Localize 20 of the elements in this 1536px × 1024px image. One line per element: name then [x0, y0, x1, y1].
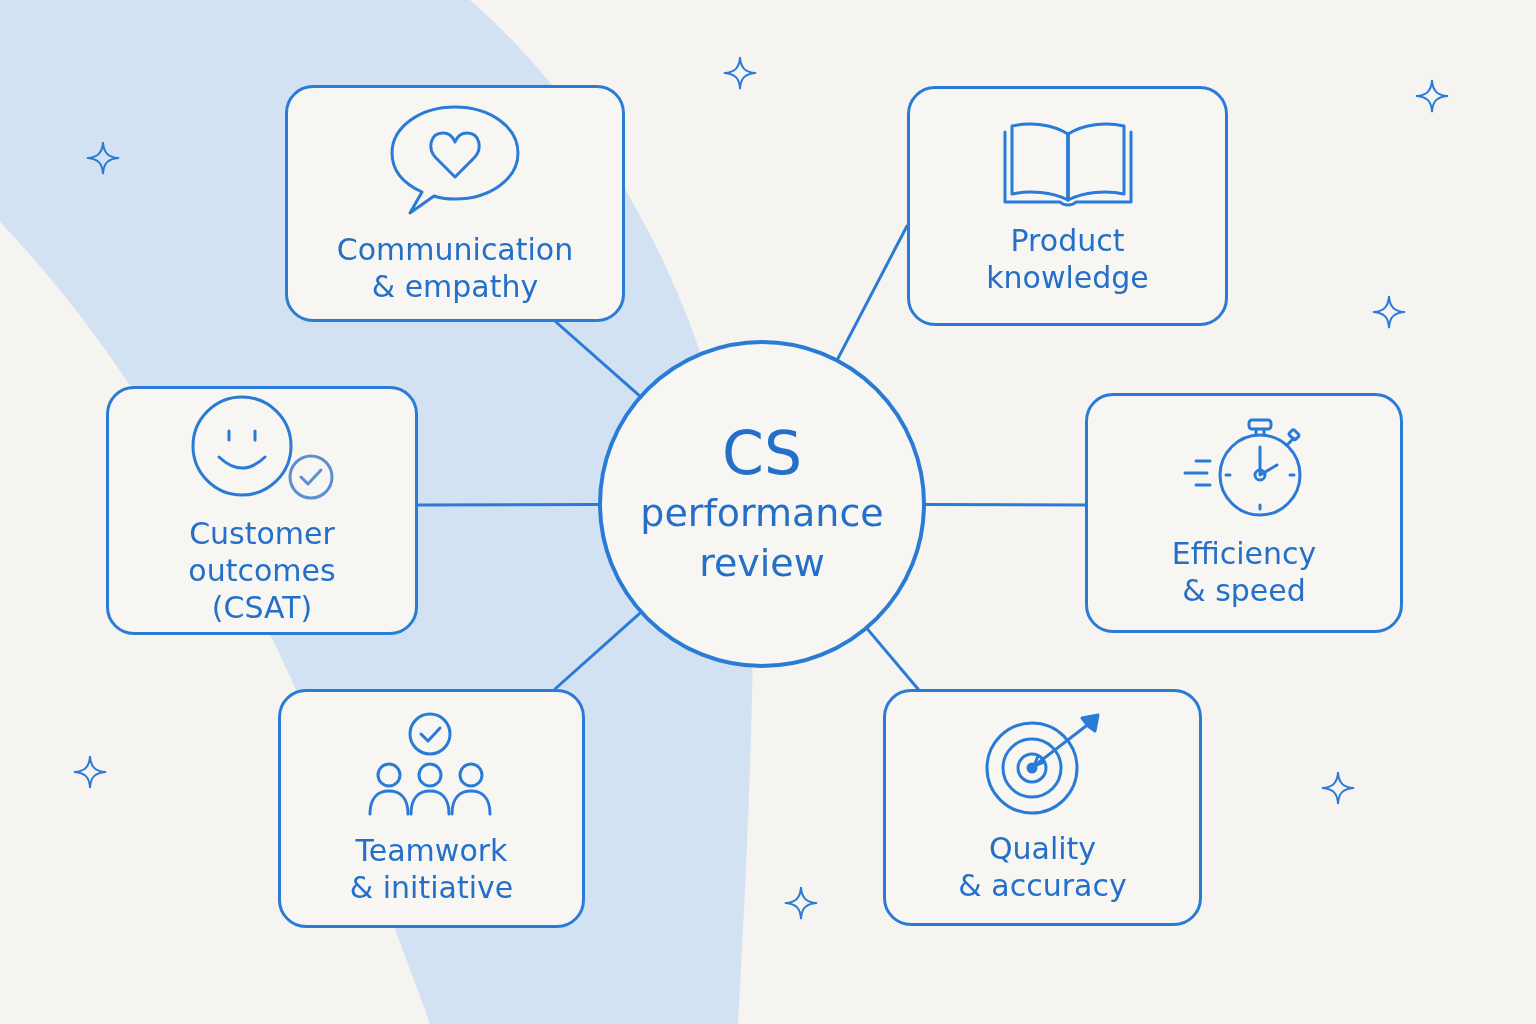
connector-line	[924, 503, 1087, 507]
center-title: CS	[722, 420, 802, 486]
topic-card	[106, 386, 418, 635]
card-label: Product knowledge	[986, 222, 1149, 296]
connector-line	[553, 611, 642, 691]
topic-card	[278, 689, 585, 928]
connector-line	[866, 627, 920, 691]
topic-card	[883, 689, 1202, 926]
card-label: Customer outcomes (CSAT)	[188, 515, 336, 626]
center-subtitle: performance review	[640, 490, 884, 587]
connector-line	[416, 503, 600, 507]
card-label: Efficiency & speed	[1171, 535, 1317, 609]
connector-line	[554, 320, 641, 397]
connector-line	[836, 224, 909, 361]
card-label: Teamwork & initiative	[349, 831, 514, 906]
card-label: Communication & empathy	[336, 230, 574, 305]
card-label: Quality & accuracy	[958, 829, 1127, 904]
topic-card	[1085, 393, 1403, 633]
topic-card	[907, 86, 1228, 326]
topic-card	[285, 85, 625, 322]
